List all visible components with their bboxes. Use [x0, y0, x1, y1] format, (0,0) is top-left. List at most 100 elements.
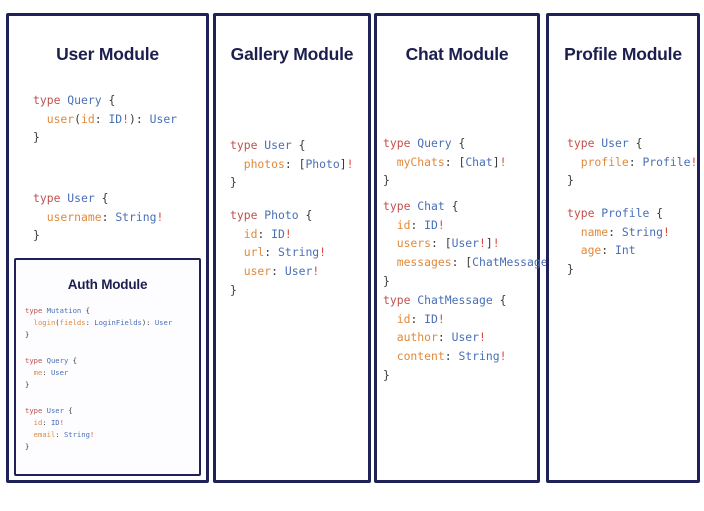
- code-token-field: author: [396, 330, 438, 345]
- code-token-punc: :: [271, 264, 285, 279]
- code-token-kw: type: [230, 138, 265, 152]
- code-token-punc: [567, 155, 581, 169]
- code-token-bang: !: [122, 111, 130, 126]
- module-title-profile: Profile Module: [564, 44, 682, 64]
- code-token-field: profile: [580, 154, 629, 169]
- code-token-punc: ]: [492, 154, 500, 169]
- code-token-type: Int: [615, 243, 636, 258]
- code-token-field: username: [46, 209, 102, 224]
- code-token-punc: : [: [451, 255, 473, 270]
- code-token-punc: [567, 243, 581, 257]
- code-token-punc: :: [257, 226, 272, 241]
- code-token-field: user: [243, 264, 272, 279]
- code-token-field: id: [396, 311, 411, 326]
- code-token-type: String: [278, 245, 320, 260]
- module-card-user[interactable]: User Module type Query { user(id: ID!): …: [6, 13, 209, 483]
- code-token-field: url: [243, 245, 265, 260]
- code-token-bang: !: [499, 349, 507, 364]
- code-token-type: Profile: [601, 206, 650, 220]
- code-token-type: Query: [67, 93, 102, 107]
- code-token-punc: ):: [129, 111, 150, 126]
- code-token-type: Chat: [465, 154, 493, 169]
- code-token-type: User: [601, 136, 629, 150]
- code-token-bang: !: [156, 209, 164, 224]
- code-token-bang: !: [690, 154, 698, 169]
- code-token-bang: !: [437, 311, 445, 326]
- module-card-auth[interactable]: Auth Module type Mutation { login(fields…: [14, 258, 201, 476]
- code-token-type: User: [50, 367, 69, 377]
- code-token-punc: }: [25, 379, 30, 389]
- code-token-punc: {: [101, 93, 116, 107]
- code-token-type: User: [284, 264, 313, 279]
- code-token-field: id: [81, 111, 95, 126]
- code-token-type: Query: [46, 356, 69, 365]
- code-token-punc: :: [628, 154, 643, 169]
- code-token-punc: {: [63, 406, 73, 415]
- code-token-punc: }: [567, 262, 574, 277]
- code-token-punc: :: [601, 243, 616, 258]
- code-token-field: content: [396, 349, 445, 364]
- code-token-field: myChats: [396, 154, 445, 169]
- code-token-field: login: [33, 317, 56, 327]
- code-token-punc: ]: [485, 236, 493, 251]
- code-token-field: fields: [59, 317, 86, 327]
- code-token-bang: !: [492, 236, 500, 251]
- code-token-punc: [383, 236, 397, 250]
- code-token-punc: [383, 312, 397, 326]
- code-token-kw: type: [567, 136, 602, 150]
- code-token-bang: !: [499, 154, 507, 169]
- code-token-punc: {: [298, 208, 313, 222]
- code-token-punc: {: [94, 191, 109, 205]
- code-token-field: id: [243, 226, 258, 241]
- code-token-field: user: [46, 111, 75, 126]
- code-token-punc: :: [42, 367, 51, 377]
- code-token-punc: }: [33, 130, 40, 145]
- code-token-punc: :: [437, 330, 452, 345]
- code-token-punc: {: [444, 199, 459, 213]
- code-token-field: id: [33, 417, 43, 427]
- code-token-punc: :: [410, 311, 425, 326]
- code-token-punc: [230, 245, 244, 259]
- code-token-type: String: [458, 349, 500, 364]
- code-token-punc: }: [567, 173, 574, 188]
- module-card-profile[interactable]: Profile Module type User { profile: Prof…: [546, 13, 700, 483]
- module-title-chat: Chat Module: [405, 44, 509, 64]
- module-card-gallery[interactable]: Gallery Module type User { photos: [Phot…: [213, 13, 371, 483]
- code-token-punc: [230, 264, 244, 278]
- code-token-kw: type: [383, 136, 418, 150]
- code-token-type: User: [154, 317, 173, 327]
- code-token-type: ID: [424, 217, 438, 232]
- code-token-type: User: [264, 138, 292, 152]
- code-token-bang: !: [479, 330, 486, 345]
- code-token-punc: [25, 418, 34, 427]
- code-token-field: photos: [243, 156, 285, 171]
- code-token-punc: :: [608, 224, 622, 239]
- code-block-user-type: type User { username: String! }: [33, 189, 163, 245]
- code-token-field: email: [33, 429, 56, 439]
- code-token-field: messages: [396, 255, 452, 270]
- code-token-type: String: [63, 429, 90, 439]
- code-token-punc: [567, 225, 581, 239]
- code-token-kw: type: [25, 406, 47, 415]
- code-token-punc: :: [42, 417, 51, 427]
- code-token-type: User: [149, 111, 178, 126]
- code-token-punc: [25, 430, 34, 439]
- code-token-bang: !: [319, 245, 327, 260]
- code-token-punc: ):: [141, 317, 155, 327]
- code-token-punc: {: [68, 356, 77, 365]
- code-token-bang: !: [59, 417, 64, 427]
- code-token-punc: :: [55, 429, 64, 439]
- code-token-field: age: [580, 243, 602, 258]
- code-token-bang: !: [479, 236, 486, 251]
- module-card-chat[interactable]: Chat Module type Query { myChats: [Chat]…: [374, 13, 561, 483]
- code-token-punc: :: [101, 209, 116, 224]
- code-token-bang: !: [437, 217, 445, 232]
- code-token-type: ID: [424, 311, 438, 326]
- code-token-punc: :: [94, 111, 109, 126]
- code-token-type: Mutation: [46, 306, 82, 315]
- code-token-kw: type: [25, 356, 47, 365]
- code-token-type: User: [451, 236, 480, 251]
- code-token-punc: {: [451, 136, 466, 150]
- code-block-chat-query: type Query { myChats: [Chat]! }: [383, 134, 506, 190]
- code-token-bang: !: [663, 224, 670, 239]
